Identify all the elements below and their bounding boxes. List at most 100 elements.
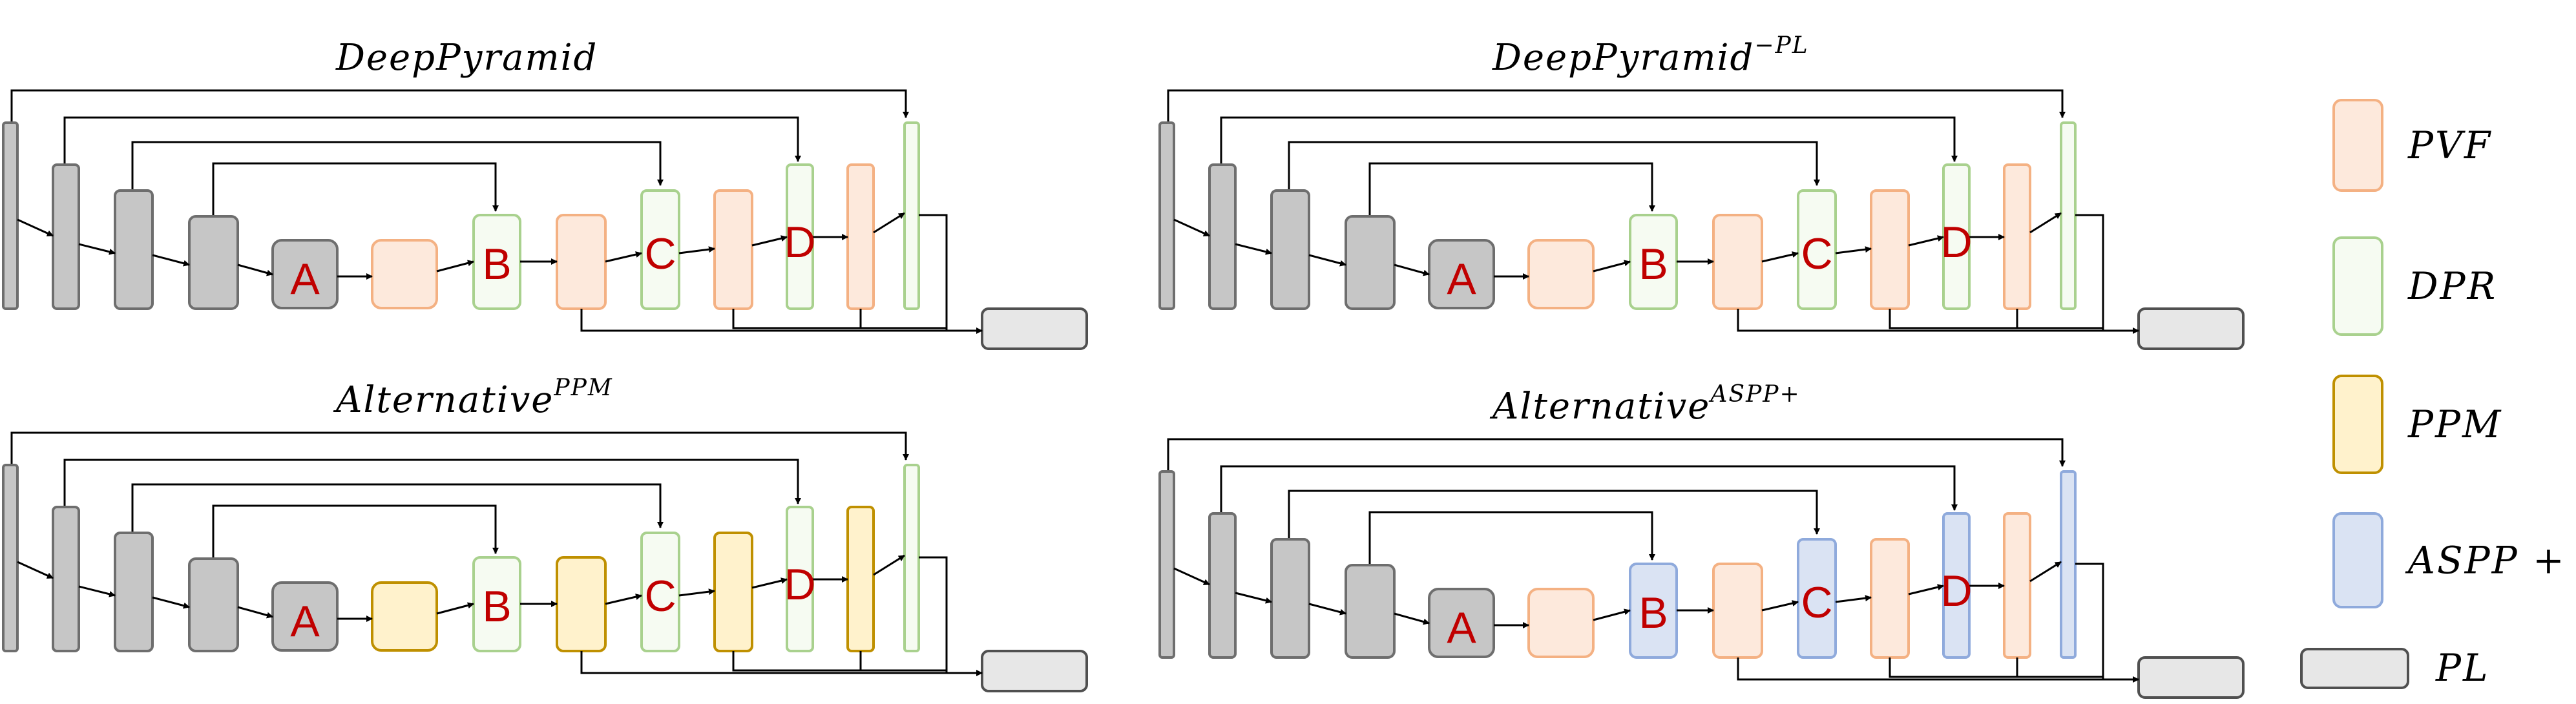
fusion-block — [1712, 563, 1763, 659]
flow-arrow — [873, 554, 905, 576]
flow-arrow — [751, 577, 788, 589]
skip-connection — [10, 431, 909, 465]
flow-arrow — [1235, 243, 1272, 255]
flow-arrow — [436, 602, 474, 615]
flow-arrow — [1908, 235, 1944, 247]
flow-arrow — [678, 588, 715, 597]
flow-arrow — [1761, 251, 1799, 263]
skip-connection — [212, 162, 499, 216]
fusion-block — [556, 214, 607, 310]
flow-arrow — [17, 218, 54, 237]
module-a-label: A — [1447, 603, 1476, 652]
output-bar — [2060, 470, 2077, 659]
skip-connection — [1288, 490, 1820, 539]
panel-title: DeepPyramid−PL — [1492, 32, 1809, 79]
encoder-block — [188, 557, 239, 652]
pl-input-line — [732, 651, 947, 672]
fusion-block — [1870, 538, 1910, 659]
fusion-block — [371, 581, 438, 652]
encoder-block — [1270, 538, 1310, 659]
legend-label-pvf: PVF — [2407, 123, 2492, 167]
flow-arrow — [605, 594, 642, 605]
legend-label-pl: PL — [2435, 646, 2490, 690]
module-b-label: B — [1639, 240, 1668, 289]
fusion-block — [1527, 239, 1595, 309]
pl-input-line — [732, 309, 947, 329]
pl-block — [981, 307, 1088, 350]
flow-arrow — [436, 260, 474, 273]
module-a-label: A — [290, 597, 320, 646]
legend-swatch-ppm — [2332, 375, 2383, 474]
pl-input-line — [2075, 214, 2139, 334]
module-a-label: A — [1447, 254, 1476, 304]
flow-arrow — [1835, 246, 1872, 254]
flow-arrow — [1593, 260, 1631, 273]
flow-arrow — [873, 212, 905, 234]
legend-swatch-aspp — [2332, 512, 2383, 608]
module-c-label: C — [1801, 229, 1832, 278]
flow-arrow — [1394, 264, 1430, 276]
module-b-label: B — [1639, 588, 1668, 637]
fusion-block — [2003, 163, 2031, 310]
flow-arrow — [1173, 567, 1210, 586]
legend-swatch-pl — [2300, 648, 2409, 689]
encoder-block — [114, 532, 154, 652]
module-c-block — [1797, 189, 1837, 310]
flow-arrow — [1308, 254, 1346, 267]
pl-input-line — [2075, 563, 2139, 683]
flow-arrow — [1761, 600, 1799, 612]
encoder-block — [1208, 163, 1237, 310]
flow-arrow — [78, 585, 116, 597]
module-d-label: D — [1940, 218, 1972, 267]
pl-input-line — [580, 651, 982, 674]
panel-title-superscript: ASPP+ — [1708, 381, 1800, 408]
encoder-block — [188, 215, 239, 310]
pl-block — [981, 650, 1088, 692]
pl-input-line — [580, 309, 982, 332]
skip-connection — [63, 116, 801, 165]
pl-input-line — [1889, 657, 2103, 678]
skip-connection — [1167, 89, 2066, 123]
flow-arrow — [2029, 212, 2062, 234]
panel-2: DeepPyramid−PL A B C D — [1158, 32, 2245, 350]
panel-title: AlternativeASPP+ — [1489, 381, 1801, 428]
skip-connection — [1220, 465, 1958, 513]
skip-connection — [63, 459, 801, 507]
module-d-label: D — [784, 218, 815, 267]
panel-title: DeepPyramid — [335, 37, 598, 79]
panel-title-superscript: −PL — [1754, 32, 1808, 59]
flow-arrow — [1835, 595, 1872, 603]
fusion-block — [1527, 588, 1595, 658]
output-bar — [2060, 121, 2077, 310]
module-c-block — [1797, 538, 1837, 659]
skip-connection — [1167, 438, 2066, 471]
skip-connection — [1368, 162, 1655, 216]
encoder-block — [1158, 470, 1175, 659]
flow-arrow — [152, 254, 190, 267]
module-c-block — [640, 189, 680, 310]
legend-label-ppm: PPM — [2407, 402, 2502, 446]
module-c-block — [640, 532, 680, 652]
pl-block — [2137, 656, 2245, 699]
encoder-block — [1158, 121, 1175, 310]
legend-label-aspp: ASPP + — [2405, 539, 2566, 583]
output-bar — [903, 464, 920, 652]
pl-block — [2137, 307, 2245, 350]
pl-input-line — [1737, 309, 2139, 332]
skip-connection — [131, 483, 664, 533]
skip-connection — [1368, 511, 1655, 565]
skip-connection — [212, 504, 499, 559]
module-d-label: D — [1940, 566, 1972, 616]
encoder-block — [114, 189, 154, 310]
flow-arrow — [237, 606, 273, 619]
fusion-block — [2003, 512, 2031, 659]
legend-swatch-dpr — [2332, 236, 2383, 336]
flow-arrow — [1308, 603, 1346, 616]
flow-arrow — [678, 246, 715, 254]
flow-arrow — [751, 235, 788, 247]
encoder-block — [1345, 215, 1396, 310]
fusion-block — [1712, 214, 1763, 310]
